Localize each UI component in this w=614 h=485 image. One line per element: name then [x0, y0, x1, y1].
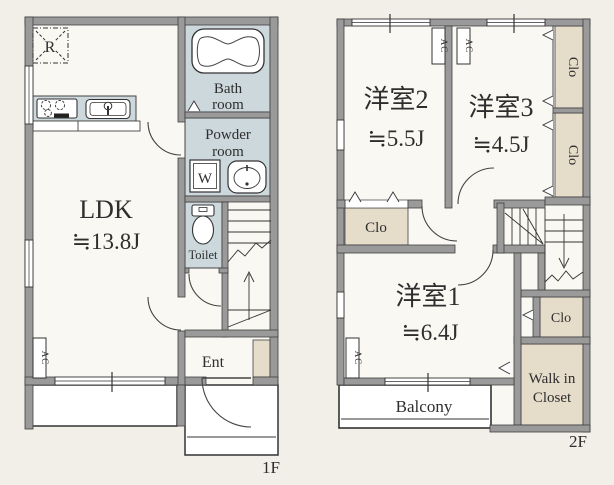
kitchen-sink-icon: [85, 98, 131, 120]
door-arc: [188, 273, 222, 307]
floor-2f: AC AC AC 洋室2 ≒5.5J 洋室3 ≒4.5J 洋室1 ≒6.4J C…: [336, 14, 591, 451]
washer-label: W: [198, 171, 213, 187]
doors-1f: [147, 100, 252, 428]
entrance-label: Ent: [202, 354, 225, 371]
ac-unit-label: AC: [464, 39, 474, 54]
windows-1f: [24, 65, 166, 392]
closet-right-top-label: Clo: [565, 57, 580, 77]
refrigerator-label: R: [45, 39, 56, 56]
closet-room2: [344, 207, 409, 246]
kitchen-counter-edge: [32, 120, 141, 132]
floor-1f-label: 1F: [262, 458, 280, 477]
stairs-2f: [504, 208, 584, 290]
door-arc: [147, 121, 182, 156]
closet-room2-label: Clo: [365, 220, 387, 236]
door-arc: [457, 249, 494, 286]
ac-unit: [345, 337, 360, 379]
bath-room-label-2: room: [212, 97, 244, 113]
room3-label: 洋室3: [468, 93, 533, 122]
ac-units-2f: [345, 27, 471, 379]
stove-icon: [36, 98, 78, 119]
walk-in-closet-label-2: Closet: [533, 390, 572, 406]
entrance-porch: [184, 384, 279, 456]
ac-unit-label: AC: [40, 351, 50, 366]
walk-in-closet-label-1: Walk in: [529, 371, 576, 387]
floor-2f-label: 2F: [569, 432, 587, 451]
room1-size: ≒6.4J: [402, 320, 459, 345]
walk-in-closet: [520, 343, 584, 426]
powder-room-label-2: room: [212, 144, 244, 160]
ac-unit: [32, 337, 47, 379]
toilet-label: Toilet: [189, 248, 219, 262]
balcony-label: Balcony: [396, 397, 453, 416]
walls-1f: [24, 16, 279, 430]
toilet-icon: [191, 204, 215, 245]
ac-unit: [456, 27, 471, 65]
door-arc: [147, 296, 182, 331]
ac-unit-label: AC: [439, 39, 449, 54]
closet-stairs-label: Clo: [551, 311, 571, 326]
walls-2f: [336, 18, 591, 433]
room1-label: 洋室1: [395, 282, 460, 311]
terrace: [31, 384, 178, 427]
ldk-label: LDK: [79, 195, 133, 224]
bathtub-icon: [191, 28, 265, 74]
refrigerator-symbol: [32, 27, 69, 64]
entrance-door-arc: [201, 377, 252, 428]
closet-right-middle-label: Clo: [565, 145, 580, 165]
washing-machine-icon: [189, 159, 221, 193]
floor-1f: R W: [24, 16, 280, 477]
ac-unit-label: AC: [353, 351, 363, 366]
basin-icon: [227, 160, 267, 194]
stairs-1f: [227, 209, 272, 328]
room3-size: ≒4.5J: [473, 132, 530, 157]
room2-label: 洋室2: [363, 85, 428, 114]
room2-size: ≒5.5J: [368, 126, 425, 151]
doors-2f: [421, 167, 495, 286]
ldk-size: ≒13.8J: [72, 229, 141, 254]
window: [336, 291, 345, 319]
bath-room-label-1: Bath: [214, 81, 243, 97]
powder-room-label-1: Powder: [205, 127, 251, 143]
window: [336, 119, 345, 151]
bath-folding-door: [187, 100, 201, 112]
closet-right-middle: [554, 112, 584, 198]
ac-unit: [431, 27, 446, 65]
windows-2f: [336, 14, 546, 392]
door-arc: [457, 167, 495, 205]
shoe-cabinet: [252, 339, 271, 378]
door-arc: [421, 205, 458, 242]
closet-doors: [348, 26, 554, 375]
